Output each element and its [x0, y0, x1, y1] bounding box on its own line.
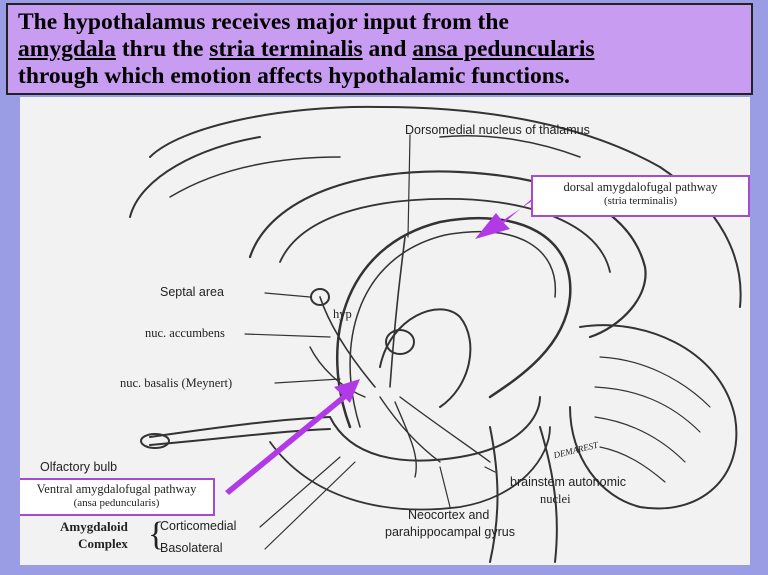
dorsal-arrow	[475, 197, 534, 239]
gyrus-line	[439, 134, 581, 158]
brainstem-2	[539, 426, 558, 563]
fiber	[394, 401, 417, 478]
label-septal: Septal area	[160, 285, 224, 299]
leader-corticomedial	[259, 456, 341, 528]
label-neocortex-line1: Neocortex and	[408, 508, 490, 522]
label-accumbens: nuc. accumbens	[145, 326, 225, 340]
brainstem	[489, 426, 499, 563]
title-connector: and	[362, 36, 413, 62]
fiber	[389, 236, 406, 388]
leader-dorsomedial	[407, 134, 411, 238]
stria-terminalis-2	[349, 230, 557, 428]
fiber	[399, 396, 491, 463]
label-hyp: hyp	[333, 307, 352, 321]
label-neocortex-line2: parahippocampal gyrus	[385, 525, 515, 539]
title-line-1: The hypothalamus receives major input fr…	[18, 9, 509, 35]
gyrus-line	[169, 156, 341, 198]
callout-ventral-pathway: Ventral amygdalofugal pathway (ansa pedu…	[20, 478, 215, 516]
label-basalis: nuc. basalis (Meynert)	[120, 376, 233, 390]
leader-septal	[264, 292, 311, 298]
cerebellum	[569, 324, 738, 510]
title-line-2: amygdala thru the stria terminalis and a…	[18, 36, 741, 63]
callout-dorsal-main: dorsal amygdalofugal pathway	[563, 180, 718, 194]
title-connector: thru the	[115, 36, 210, 62]
label-olfactory-bulb: Olfactory bulb	[40, 460, 118, 474]
term-stria-terminalis: stria terminalis	[209, 36, 363, 62]
label-amygdaloid-complex: Amygdaloid Complex	[60, 518, 128, 552]
leader-brainstem	[484, 466, 496, 473]
leader-neocortex	[439, 466, 451, 508]
olfactory-tract-lower	[149, 428, 331, 446]
mammillary-body	[385, 329, 415, 355]
brain-diagram-panel: Dorsomedial nucleus of thalamus Septal a…	[20, 97, 750, 565]
amygdaloid-line2: Complex	[78, 536, 128, 551]
callout-dorsal-pathway: dorsal amygdalofugal pathway (stria term…	[531, 175, 750, 217]
temporal-lobe	[329, 396, 541, 462]
leader-accumbens	[244, 333, 331, 338]
anterior-commissure	[310, 288, 330, 306]
leader-basolateral	[264, 461, 356, 550]
term-amygdala: amygdala	[18, 36, 116, 62]
olfactory-bulb-shape	[140, 433, 170, 449]
title-line-3: through which emotion affects hypothalam…	[18, 63, 570, 89]
temporal-lower	[269, 426, 551, 511]
callout-dorsal-sub: (stria terminalis)	[603, 195, 677, 207]
label-brainstem-line2: nuclei	[540, 492, 571, 506]
olfactory-tract	[149, 416, 331, 438]
fornix	[379, 308, 472, 408]
callout-ventral-main: Ventral amygdalofugal pathway	[36, 482, 197, 496]
title-box: The hypothalamus receives major input fr…	[6, 3, 753, 95]
callout-ventral-sub: (ansa peduncularis)	[73, 497, 160, 509]
cortex-fold	[129, 136, 261, 218]
label-basolateral: Basolateral	[160, 541, 223, 555]
label-corticomedial: Corticomedial	[160, 519, 237, 533]
ventral-arrow	[225, 379, 360, 495]
amygdaloid-line1: Amygdaloid	[60, 519, 128, 534]
label-dorsomedial: Dorsomedial nucleus of thalamus	[405, 123, 590, 137]
fiber	[309, 346, 366, 398]
arrows	[225, 197, 534, 495]
brace: {	[148, 516, 165, 553]
fiber	[379, 396, 441, 463]
leader-basalis	[274, 378, 341, 384]
label-brainstem-line1: brainstem autonomic	[510, 475, 627, 489]
fiber	[319, 296, 376, 388]
corpus-callosum-inner	[279, 197, 611, 273]
term-ansa-peduncularis: ansa peduncularis	[412, 36, 595, 62]
cortex-outline	[149, 105, 742, 308]
